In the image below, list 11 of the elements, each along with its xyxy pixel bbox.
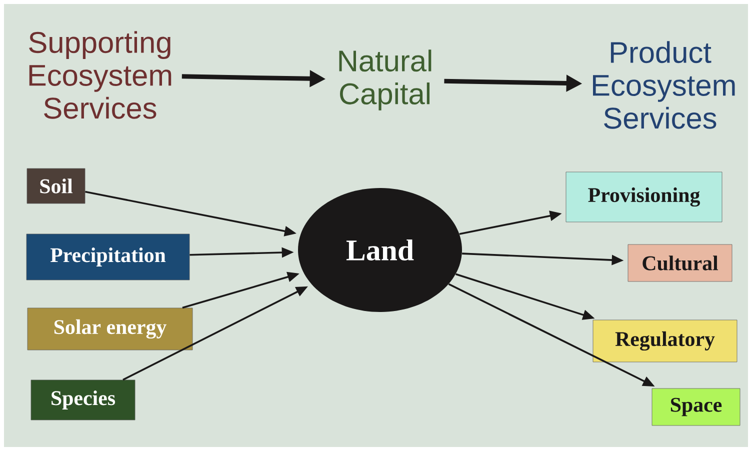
input-box: Regulatory (592, 320, 738, 362)
heading-text: Supporting Ecosystem Services (29, 31, 172, 119)
input-box: Cultural (628, 244, 732, 282)
input-box: Solar energy (27, 308, 193, 350)
input-box: Space (652, 388, 740, 426)
input-box: Provisioning (566, 172, 722, 222)
heading-text: Natural Capital (339, 50, 432, 110)
heading-text: Product Ecosystem Services (593, 41, 735, 129)
input-box: Precipitation (26, 234, 190, 280)
input-box: Species (30, 380, 136, 420)
input-box: Soil (26, 168, 86, 204)
